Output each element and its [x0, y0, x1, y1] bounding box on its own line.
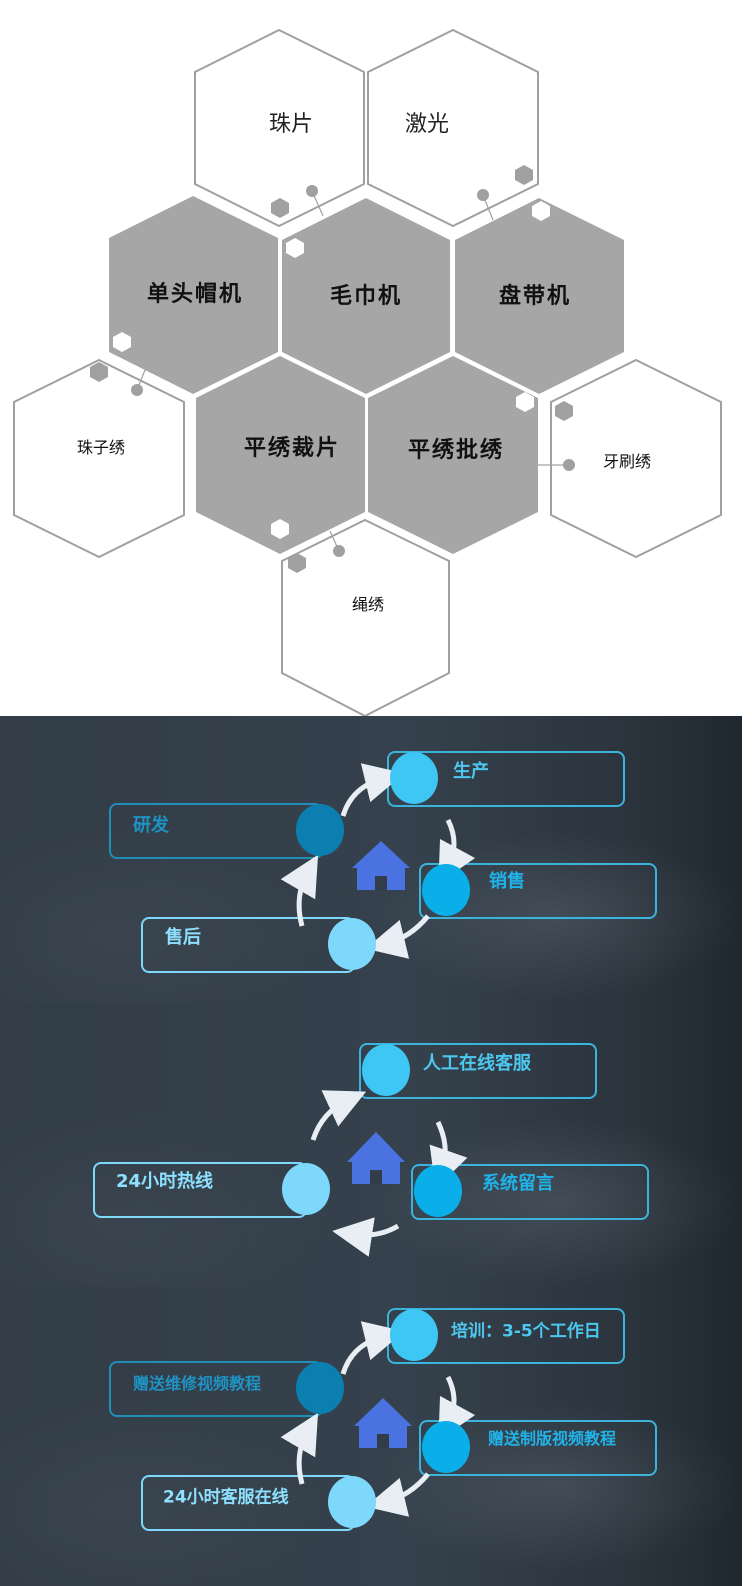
circle-24xiaoshirexian	[282, 1163, 330, 1215]
arrow-icon	[280, 1412, 319, 1485]
small-hex-icon	[271, 198, 289, 218]
arrow-icon	[340, 763, 405, 817]
home-icon	[352, 841, 410, 890]
panel-business-cycle: 生产 研发 销售 售后	[0, 716, 742, 1002]
connector-dot	[131, 384, 143, 396]
hex-label-pingxiucaipian: 平绣裁片	[243, 436, 341, 461]
label-24xiaoshirexian: 24小时热线	[116, 1171, 214, 1192]
hex-label-pandaiji: 盘带机	[498, 284, 572, 309]
arrow-icon	[310, 1090, 367, 1141]
hexagon-grid	[13, 28, 722, 716]
circle-24xiaoshikefu	[328, 1476, 376, 1528]
arrow-icon	[280, 854, 319, 927]
box-xitongliuyan	[411, 1164, 649, 1220]
label-xitongliuyan: 系统留言	[482, 1173, 554, 1194]
hex-outline-shengxiu	[281, 518, 450, 716]
small-hex-icon	[532, 201, 550, 221]
hex-filled-dantoumaoji	[109, 196, 278, 394]
hex-filled-pingxiupixiu	[368, 356, 538, 554]
home-icon	[347, 1132, 405, 1184]
hex-label-shengxiu: 绳绣	[351, 595, 385, 614]
circle-shengchan	[390, 752, 438, 804]
circle-zhibanshipin	[422, 1421, 470, 1473]
panel-training-support: 培训：3-5个工作日 赠送维修视频教程 赠送制版视频教程 24小时客服在线	[0, 1287, 742, 1586]
circle-xitongliuyan	[414, 1165, 462, 1217]
hexagon-diagram: 珠片 激光 单头帽机 毛巾机 盘带机 珠子绣 平绣裁片 平绣批绣 牙刷绣 绳绣	[0, 0, 752, 716]
connector-dot	[306, 185, 318, 197]
hex-label-zhuzixiu: 珠子绣	[76, 438, 126, 457]
connector-dot	[333, 545, 345, 557]
arrow-icon	[332, 1217, 400, 1257]
small-hex-icon	[516, 392, 534, 412]
hex-filled-pingxiucaipian	[196, 356, 365, 554]
small-hex-icon	[90, 362, 108, 382]
circle-shouhou	[328, 918, 376, 970]
hex-filled-pandaiji	[455, 198, 624, 394]
label-zhibanshipin: 赠送制版视频教程	[488, 1429, 617, 1448]
home-icon	[354, 1398, 412, 1448]
connector-dot	[477, 189, 489, 201]
hex-outline-zhupian	[194, 28, 365, 228]
label-xiaoshou: 销售	[489, 871, 525, 892]
small-hex-icon	[271, 519, 289, 539]
small-hex-icon	[286, 238, 304, 258]
box-rengongzaixiankefu	[359, 1043, 597, 1099]
box-xiaoshou	[419, 863, 657, 919]
arrow-icon	[365, 1472, 430, 1517]
connector-dot	[563, 459, 575, 471]
arrow-icon	[429, 1120, 468, 1189]
circle-peixun	[390, 1309, 438, 1361]
label-yanfa: 研发	[133, 815, 169, 836]
circle-weixiushipin	[296, 1362, 344, 1414]
arrow-icon	[438, 818, 476, 884]
hex-label-zhupian: 珠片	[268, 112, 314, 137]
circle-xiaoshou	[422, 864, 470, 916]
small-hex-icon	[555, 401, 573, 421]
hex-label-dantoumaoji: 单头帽机	[146, 282, 244, 307]
hex-filled-maojinji	[282, 198, 450, 394]
small-hex-icon	[288, 553, 306, 573]
panel-service-channels: 人工在线客服 24小时热线 系统留言	[0, 1002, 742, 1287]
small-hex-icon	[113, 332, 131, 352]
hex-label-pingxiupixiu: 平绣批绣	[407, 438, 505, 463]
arrow-icon	[438, 1375, 476, 1441]
hex-label-jiguang: 激光	[404, 112, 450, 137]
label-weixiushipin: 赠送维修视频教程	[133, 1374, 262, 1393]
hex-label-yashuaxiu: 牙刷绣	[602, 452, 652, 471]
circle-yanfa	[296, 804, 344, 856]
arrow-icon	[365, 914, 430, 959]
hex-outline-zhuzixiu	[13, 358, 185, 559]
small-hex-icon	[515, 165, 533, 185]
hex-outline-jiguang	[367, 28, 539, 228]
label-rengongzaixiankefu: 人工在线客服	[423, 1053, 531, 1074]
label-peixun: 培训：3-5个工作日	[451, 1321, 601, 1342]
arrow-icon	[340, 1321, 405, 1375]
label-24xiaoshikefu: 24小时客服在线	[163, 1487, 289, 1508]
label-shengchan: 生产	[453, 761, 489, 782]
circle-rengongzaixiankefu	[362, 1044, 410, 1096]
hex-label-maojinji: 毛巾机	[329, 284, 403, 309]
box-zhibanshipin	[419, 1420, 657, 1476]
hex-outline-yashuaxiu	[550, 358, 722, 559]
label-shouhou: 售后	[165, 927, 201, 948]
